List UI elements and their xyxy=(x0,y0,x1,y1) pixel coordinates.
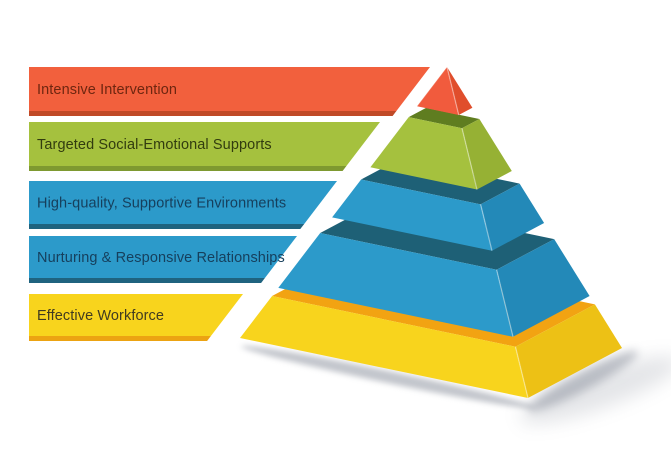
bar-label: Effective Workforce xyxy=(37,308,164,324)
pyramid-face-side xyxy=(462,119,512,190)
pyramid-face-front xyxy=(370,117,477,190)
pyramid-layer-targeted-social-emotional-supports xyxy=(370,107,512,190)
bar-label: Targeted Social-Emotional Supports xyxy=(37,137,272,153)
bar-nurturing-responsive-relationships: Nurturing & Responsive Relationships xyxy=(29,236,297,283)
bar-high-quality-supportive-environments: High-quality, Supportive Environments xyxy=(29,181,337,229)
pyramid-3d xyxy=(240,66,622,399)
pyramid-edge-highlight-left xyxy=(416,66,448,107)
pyramid-face-side xyxy=(515,304,622,398)
bar-label: Nurturing & Responsive Relationships xyxy=(37,250,285,266)
bar-face xyxy=(29,236,297,278)
bar-face xyxy=(29,181,337,224)
bar-bottom-edge xyxy=(29,166,347,171)
pyramid-edge-highlight xyxy=(446,66,460,116)
pyramid-face-side xyxy=(496,239,590,337)
pyramid-face-side xyxy=(447,67,473,115)
pyramid-shadow xyxy=(241,345,671,424)
bar-bottom-edge xyxy=(29,278,265,283)
bar-intensive-intervention: Intensive Intervention xyxy=(29,67,430,116)
pyramid-face-top xyxy=(408,107,480,129)
pyramid-edge-highlight xyxy=(480,204,493,251)
pyramid-edge-highlight xyxy=(514,346,529,399)
bar-label: High-quality, Supportive Environments xyxy=(37,196,286,212)
bar-bottom-edge xyxy=(29,336,211,341)
bar-bottom-edge xyxy=(29,111,397,116)
pyramid-face-front xyxy=(240,296,528,398)
pyramid-layer-intensive-intervention xyxy=(416,66,473,116)
bar-targeted-social-emotional-supports: Targeted Social-Emotional Supports xyxy=(29,122,380,171)
bar-face xyxy=(29,122,380,166)
pyramid-face-side xyxy=(480,183,545,251)
pyramid-face-front xyxy=(278,233,513,337)
pyramid-face-front xyxy=(332,179,492,251)
pyramid-edge-highlight xyxy=(496,269,514,337)
bar-face xyxy=(29,294,243,336)
bar-label: Intensive Intervention xyxy=(37,82,177,98)
bar-bottom-edge xyxy=(29,224,305,229)
shadow-blob xyxy=(519,356,671,424)
bar-effective-workforce: Effective Workforce xyxy=(29,294,243,341)
pyramid-face-front xyxy=(417,67,459,115)
bar-face xyxy=(29,67,430,111)
shadow-front-edge xyxy=(241,345,535,409)
pyramid-edge-highlight xyxy=(461,128,478,190)
